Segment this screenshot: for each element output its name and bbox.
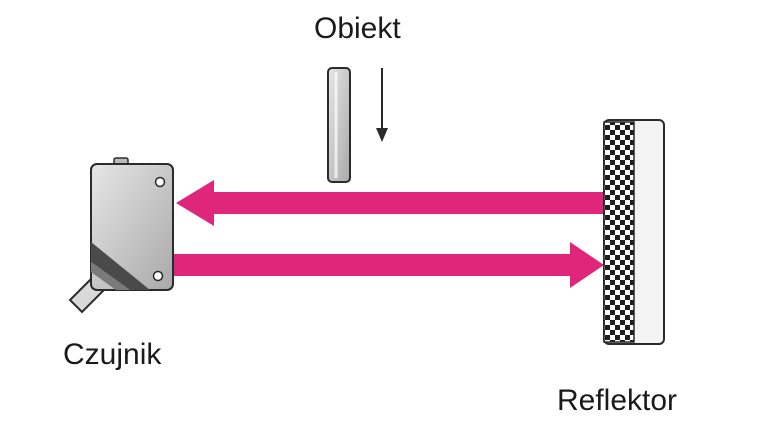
object-bar-icon <box>327 67 351 183</box>
sensor-label: Czujnik <box>63 338 162 371</box>
down-arrow-icon <box>376 68 388 142</box>
emitted-beam <box>174 242 604 288</box>
photoelectric-sensor-icon <box>68 157 174 314</box>
return-beam <box>176 180 604 226</box>
reflector-icon <box>603 119 665 345</box>
object-label: Obiekt <box>314 12 401 45</box>
reflector-label: Reflektor <box>557 384 678 417</box>
